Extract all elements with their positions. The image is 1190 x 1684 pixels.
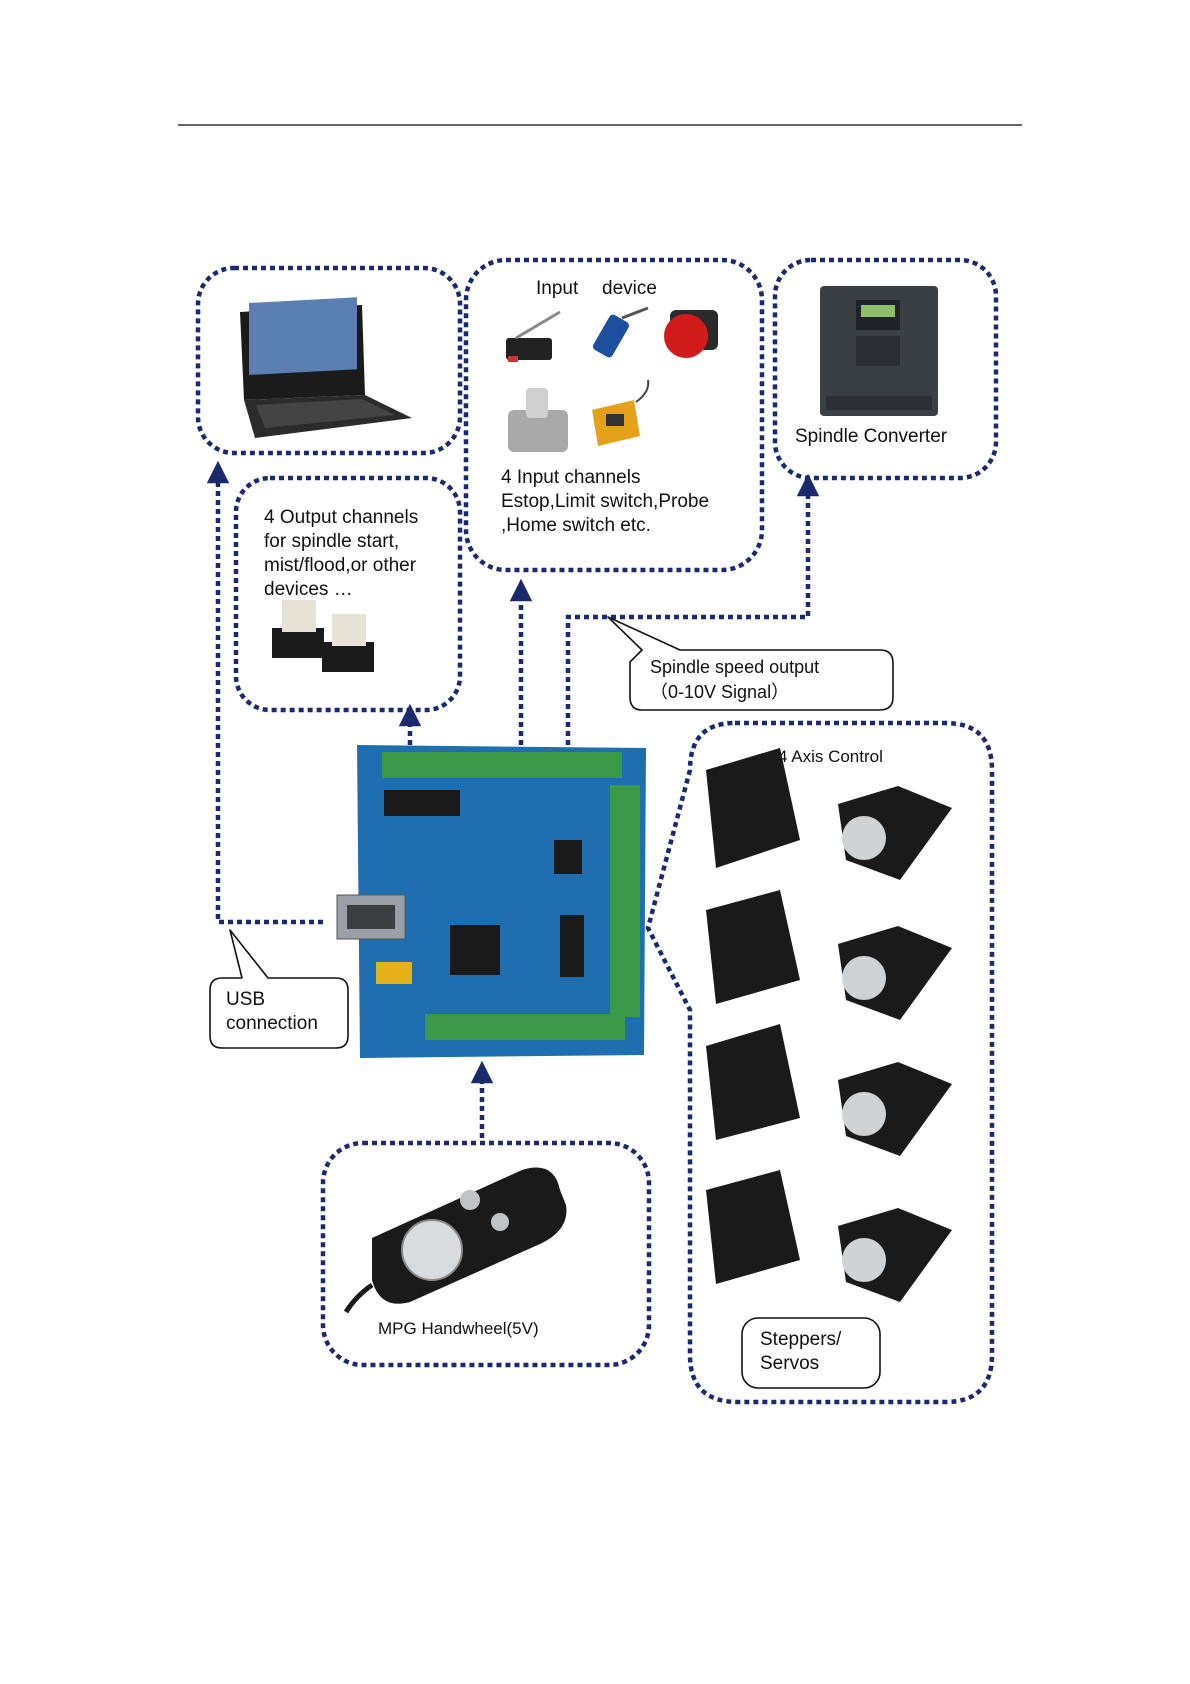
stepper-driver-icon (706, 748, 800, 1284)
mpg-label: MPG Handwheel(5V) (378, 1318, 539, 1340)
axis-control-title: 4 Axis Control (778, 746, 883, 768)
usb-label-line1: USB (226, 988, 265, 1012)
relay-icon (272, 600, 374, 672)
usb-connector-icon (337, 895, 405, 939)
output-channels-line1: 4 Output channels (264, 506, 418, 530)
usb-label-line2: connection (226, 1012, 318, 1036)
input-device-title-1: Input (536, 277, 578, 301)
micro-switch-icon (506, 312, 560, 362)
input-device-title-2: device (602, 277, 657, 301)
steppers-label-line2: Servos (760, 1352, 819, 1376)
inductive-sensor-icon (592, 380, 648, 446)
output-channels-line3: mist/flood,or other (264, 554, 416, 578)
stepper-motor-icon (838, 786, 952, 1302)
limit-switch-icon (508, 388, 568, 452)
output-channels-line2: for spindle start, (264, 530, 399, 554)
handwheel-icon (346, 1168, 566, 1313)
input-channels-line3: ,Home switch etc. (501, 514, 651, 538)
axis-control-frame (648, 723, 992, 1402)
spindle-speed-line1: Spindle speed output (650, 655, 819, 679)
input-channels-title: 4 Input channels (501, 466, 640, 490)
input-channels-line2: Estop,Limit switch,Probe (501, 490, 709, 514)
estop-button-icon (664, 310, 718, 358)
proximity-sensor-icon (591, 308, 648, 359)
laptop-icon (240, 297, 412, 438)
motor-faceplate-icon (842, 816, 886, 1282)
steppers-label-line1: Steppers/ (760, 1328, 841, 1352)
spindle-speed-line2: （0-10V Signal） (650, 680, 789, 704)
spindle-converter-label: Spindle Converter (795, 425, 947, 449)
vfd-inverter-icon (820, 286, 938, 416)
output-channels-line4: devices … (264, 578, 353, 602)
